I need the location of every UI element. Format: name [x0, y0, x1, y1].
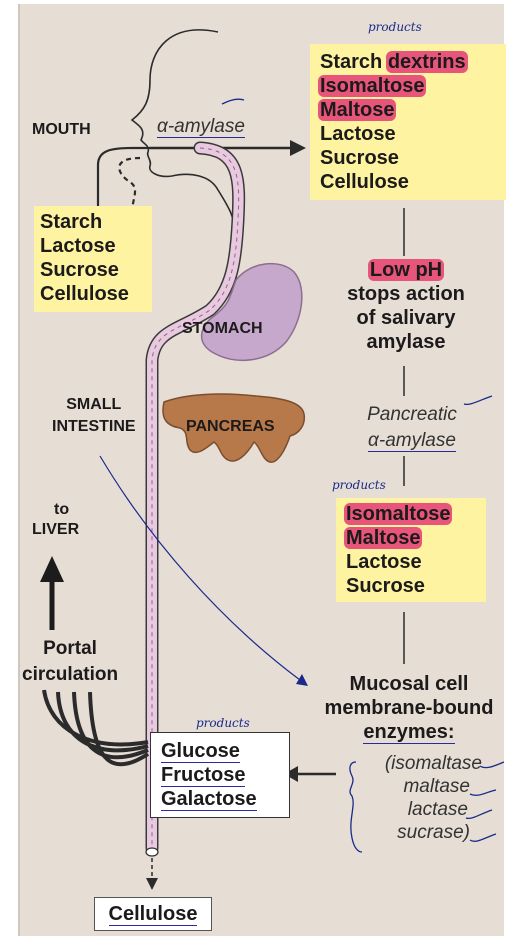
mucosal-enzyme-item: maltase	[352, 775, 482, 798]
low-ph-note: Low pH stops action of salivary amylase	[326, 258, 486, 354]
cellulose-box: Cellulose	[94, 897, 212, 931]
mouth-enzyme-text: α-amylase	[157, 116, 245, 138]
small-intestine-line: INTESTINE	[52, 416, 136, 438]
mouth-enzyme-label: α-amylase	[157, 116, 245, 138]
to-text: to	[44, 500, 79, 520]
mucosal-enzyme-item: lactase	[352, 798, 482, 821]
product-item: Sucrose	[346, 574, 486, 598]
to-liver-label: to LIVER	[44, 500, 79, 540]
sugar-item: Fructose	[161, 763, 289, 787]
sugar-text: Glucose	[161, 740, 240, 763]
absorbed-sugars-box: Glucose Fructose Galactose	[150, 732, 290, 818]
low-ph-line: amylase	[326, 330, 486, 354]
cellulose-exit-arrowhead	[146, 878, 158, 890]
stomach-label: STOMACH	[182, 320, 263, 338]
product-item-highlight: Isomaltose	[318, 75, 426, 97]
cellulose-label: Cellulose	[109, 903, 198, 926]
liver-text: LIVER	[32, 520, 79, 540]
to-liver-arrowhead	[40, 556, 64, 582]
product-item-highlight: Isomaltose	[344, 503, 452, 525]
pancreatic-amylase-text: α-amylase	[368, 430, 456, 452]
mucosal-title-line: enzymes:	[316, 720, 502, 744]
portal-text: Portal	[22, 636, 118, 662]
product-item: Isomaltose	[346, 502, 486, 526]
mucosal-enzyme-item: (isomaltase	[352, 752, 482, 775]
mucosal-title-line: membrane-bound	[316, 696, 502, 720]
handwritten-arrowhead	[296, 674, 308, 686]
circulation-text: circulation	[22, 662, 118, 688]
sugar-item: Glucose	[161, 739, 289, 763]
product-item: Starch dextrins	[320, 50, 506, 74]
pancreatic-amylase-label: Pancreatic α-amylase	[342, 402, 482, 454]
low-ph-line: Low pH	[326, 258, 486, 282]
low-ph-line: stops action	[326, 282, 486, 306]
mouth-label: MOUTH	[32, 121, 91, 139]
handwritten-products-note-sugars: products	[196, 716, 250, 730]
tract-end-opening	[146, 848, 158, 856]
handwritten-products-note-intestine: products	[332, 478, 386, 492]
sugar-text: Fructose	[161, 764, 245, 787]
product-item-highlight: dextrins	[386, 51, 468, 73]
product-item: Lactose	[346, 550, 486, 574]
mucosal-title-line: Mucosal cell	[316, 672, 502, 696]
handwritten-arrow-line	[100, 456, 300, 680]
oral-cavity-outline	[98, 148, 150, 212]
portal-circulation-label: Portal circulation	[22, 636, 118, 688]
low-ph-line: of salivary	[326, 306, 486, 330]
small-intestine-line: SMALL	[52, 394, 136, 416]
intake-item: Sucrose	[40, 258, 152, 282]
intake-box: Starch Lactose Sucrose Cellulose	[34, 206, 152, 312]
pancreatic-line: Pancreatic	[342, 402, 482, 428]
intestine-products-box: Isomaltose Maltose Lactose Sucrose	[336, 498, 486, 602]
product-item: Sucrose	[320, 146, 506, 170]
small-intestine-label: SMALL INTESTINE	[52, 394, 136, 438]
intake-item: Cellulose	[40, 282, 152, 306]
product-item: Cellulose	[320, 170, 506, 194]
product-item-highlight: Maltose	[344, 527, 422, 549]
product-item: Lactose	[320, 122, 506, 146]
sugar-item: Galactose	[161, 787, 289, 811]
handwritten-products-note-mouth: products	[368, 20, 422, 34]
intake-item: Lactose	[40, 234, 152, 258]
mucosal-enzyme-list: (isomaltase maltase lactase sucrase)	[352, 752, 482, 844]
product-item: Isomaltose	[320, 74, 506, 98]
pancreas-label: PANCREAS	[186, 418, 275, 436]
intake-item: Starch	[40, 210, 152, 234]
mouth-to-products-arrowhead	[290, 140, 306, 156]
product-item-highlight: Maltose	[318, 99, 396, 121]
sugar-text: Galactose	[161, 788, 257, 811]
cellulose-text: Cellulose	[95, 902, 211, 926]
mucosal-enzymes-title: Mucosal cell membrane-bound enzymes:	[316, 672, 502, 744]
mouth-products-box: Starch dextrins Isomaltose Maltose Lacto…	[310, 44, 506, 200]
enzymes-word: enzymes:	[363, 721, 454, 744]
mucosal-enzyme-item: sucrase)	[352, 821, 482, 844]
low-ph-highlight: Low pH	[368, 259, 444, 281]
product-item: Maltose	[346, 526, 486, 550]
handwritten-check-amylase	[222, 99, 244, 104]
handwritten-check-isomaltase	[480, 762, 504, 768]
product-item: Maltose	[320, 98, 506, 122]
